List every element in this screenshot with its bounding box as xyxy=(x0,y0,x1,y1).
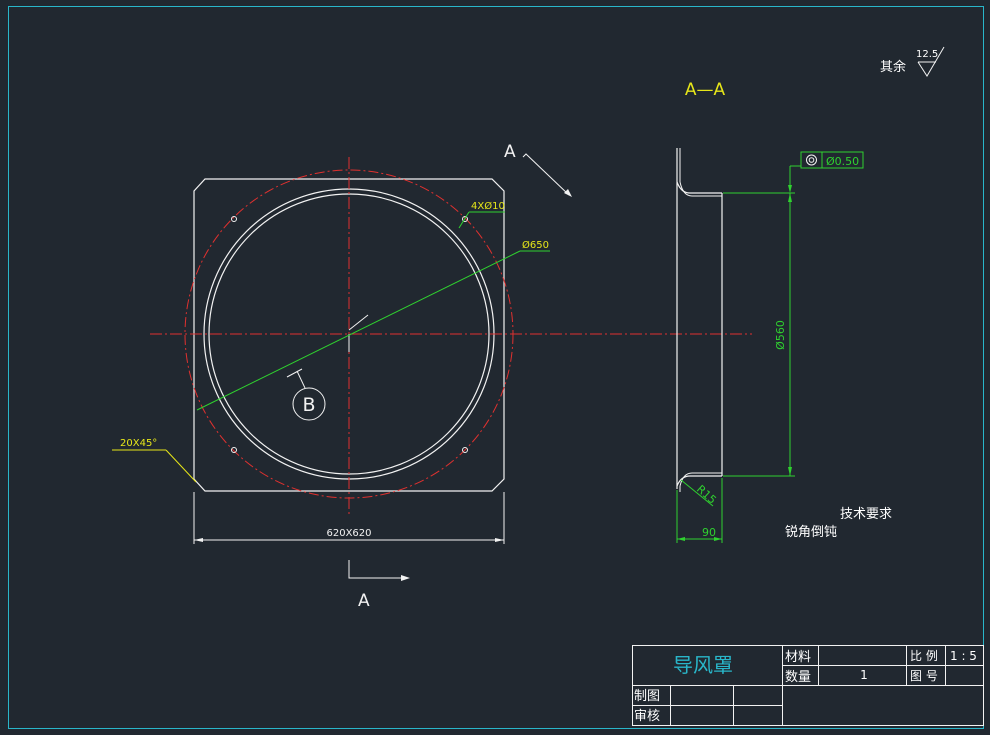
diameter-650-leader xyxy=(196,250,521,411)
center-mark xyxy=(348,314,369,331)
cut-label-top: A xyxy=(504,142,516,162)
section-title: A—A xyxy=(685,80,726,100)
overall-arrow-right xyxy=(495,538,504,542)
cut-arrow-top-head xyxy=(564,189,572,197)
part-name: 导风罩 xyxy=(673,653,733,677)
dia-560-arrow-bottom xyxy=(788,467,792,476)
tolerance-leader-arrow xyxy=(788,185,792,193)
cut-label-bottom: A xyxy=(358,591,370,611)
roughness-triangle xyxy=(917,46,945,77)
drawing-frame xyxy=(8,6,984,729)
mounting-hole xyxy=(231,447,237,453)
overall-arrow-left xyxy=(194,538,203,542)
chamfer-leader xyxy=(165,449,197,483)
detail-b-circle xyxy=(292,387,326,421)
detail-b-stem xyxy=(296,370,306,389)
scale-label: 比 例 xyxy=(910,649,938,663)
concentricity-icon-inner xyxy=(808,157,815,163)
section-view: A—A Ø560 Ø0.50 R15 90 xyxy=(676,80,864,543)
mounting-hole xyxy=(462,447,468,453)
tech-req-heading: 技术要求 xyxy=(840,507,892,522)
chamfer-label: 20X45° xyxy=(120,438,157,449)
material-label: 材料 xyxy=(785,650,811,665)
section-lower-inner xyxy=(679,472,722,487)
detail-b-label: B xyxy=(302,394,315,416)
front-view: Ø650 4XØ10 20X45° B 620X620 A A xyxy=(112,142,752,611)
roughness-prefix: 其余 xyxy=(880,59,906,75)
scale-value: 1 : 5 xyxy=(950,649,977,663)
holes-leader xyxy=(458,211,470,229)
dia-560-arrow-top xyxy=(788,193,792,202)
roughness-symbol: 其余 12.5 xyxy=(880,46,945,77)
section-upper-inner xyxy=(679,181,722,197)
diameter-650-label: Ø650 xyxy=(522,239,549,251)
holes-label: 4XØ10 xyxy=(471,200,505,212)
dia-560-label: Ø560 xyxy=(774,320,787,350)
cut-arrow-top xyxy=(522,153,570,196)
radius-leader xyxy=(680,479,714,507)
square-plate-outline xyxy=(193,178,505,492)
mounting-hole xyxy=(231,216,237,222)
title-block xyxy=(632,645,984,726)
depth-label: 90 xyxy=(702,526,716,539)
roughness-value: 12.5 xyxy=(916,49,938,60)
quantity-label: 数量 xyxy=(785,670,811,685)
tolerance-value: Ø0.50 xyxy=(826,155,859,168)
depth-arrow-right xyxy=(714,537,722,541)
tolerance-frame xyxy=(800,151,864,169)
tech-req-line1: 锐角倒钝 xyxy=(785,525,837,540)
quantity-value: 1 xyxy=(860,668,868,682)
concentricity-icon xyxy=(806,154,817,166)
radius-label: R15 xyxy=(694,483,719,507)
detail-b-tick xyxy=(286,368,303,378)
cut-arrow-bottom xyxy=(348,560,405,579)
checked-label: 审核 xyxy=(634,709,660,724)
drawn-label: 制图 xyxy=(634,689,660,704)
depth-arrow-left xyxy=(677,537,685,541)
overall-label: 620X620 xyxy=(326,528,371,539)
drawing-no-label: 图 号 xyxy=(910,669,938,683)
mounting-hole xyxy=(462,216,468,222)
cut-arrow-bottom-head xyxy=(401,575,410,581)
